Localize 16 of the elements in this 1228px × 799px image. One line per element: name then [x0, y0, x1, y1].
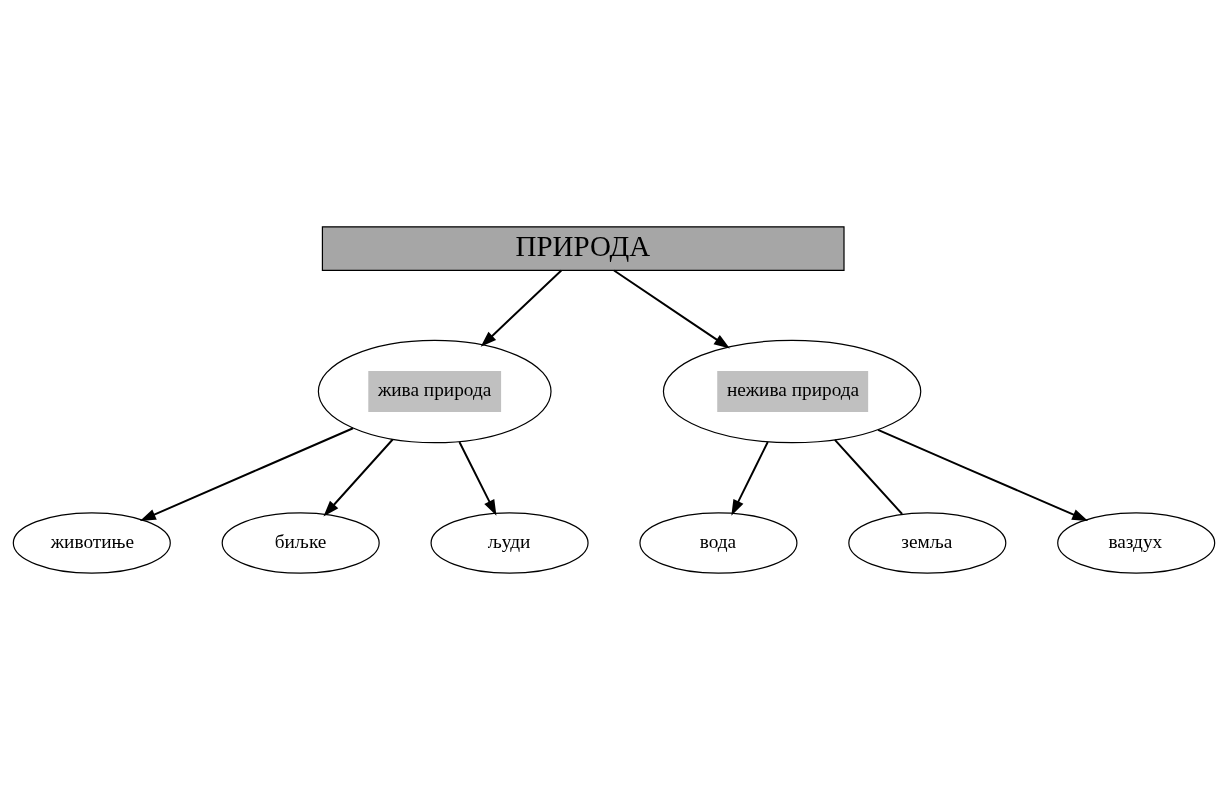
node-ellipse: вода [639, 511, 798, 574]
node-ellipse: земља [848, 511, 1007, 574]
node-ellipse: људи [430, 511, 589, 574]
node-ellipse: жива природа [317, 339, 552, 443]
connector [833, 438, 904, 515]
arrow [480, 269, 563, 347]
node-ellipse: биљке [221, 511, 380, 574]
arrow [877, 428, 1089, 521]
node-box: ПРИРОДА [321, 225, 845, 271]
arrow [731, 440, 769, 516]
arrow [613, 269, 730, 348]
node-ellipse: нежива природа [662, 339, 922, 443]
arrow [323, 438, 394, 516]
arrow [458, 440, 497, 516]
node-ellipse: животиње [12, 511, 171, 574]
arrow [139, 426, 354, 521]
